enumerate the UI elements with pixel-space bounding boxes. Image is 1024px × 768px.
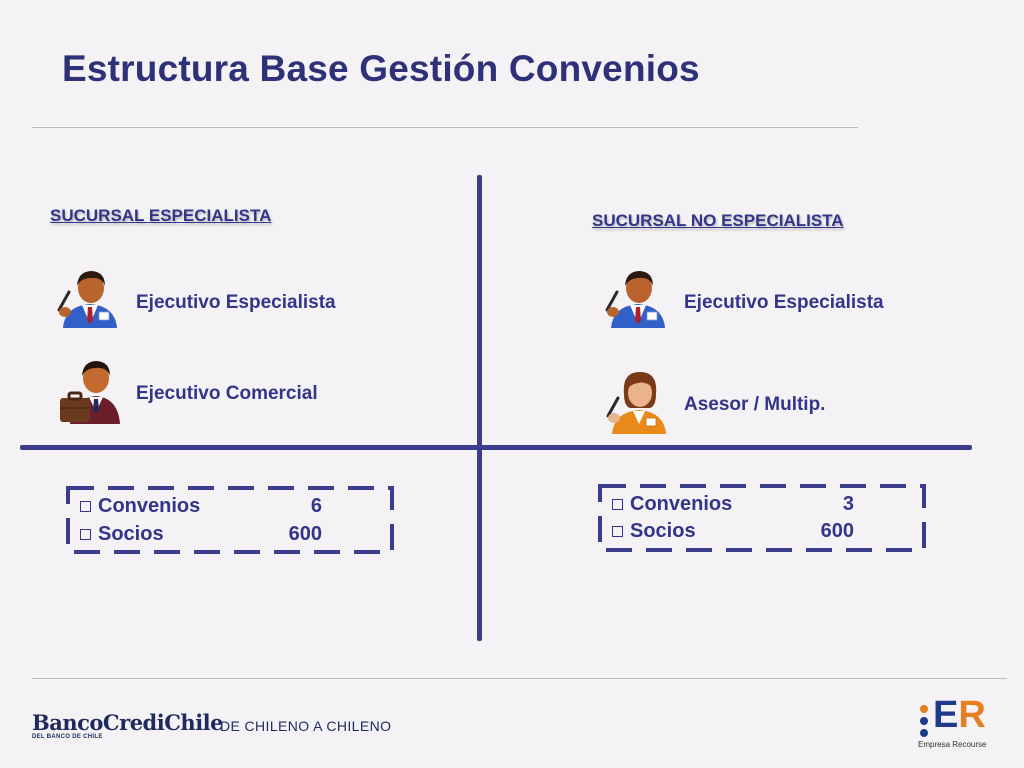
title-divider — [32, 127, 858, 128]
checkbox-icon — [80, 501, 91, 512]
checkbox-icon — [612, 526, 623, 537]
stat-label: Socios — [630, 520, 696, 542]
er-letter-e: E — [933, 694, 959, 736]
horizontal-axis — [20, 445, 972, 450]
er-sub: Empresa Recourse — [918, 740, 987, 749]
role-label-ejecutivo-especialista-right: Ejecutivo Especialista — [684, 292, 884, 313]
stat-value: 600 — [288, 523, 322, 545]
heading-sucursal-no-especialista: SUCURSAL NO ESPECIALISTA — [592, 211, 844, 230]
stat-value: 600 — [820, 520, 854, 542]
role-label-asesor-multip: Asesor / Multip. — [684, 394, 826, 415]
businessman-briefcase-icon — [60, 361, 120, 424]
businessman-pen-icon — [605, 271, 665, 328]
checkbox-icon — [612, 499, 623, 510]
role-label-ejecutivo-comercial: Ejecutivo Comercial — [136, 383, 318, 404]
dashed-frame — [598, 484, 926, 552]
slogan: DE CHILENO A CHILENO — [220, 718, 392, 734]
checkbox-icon — [80, 529, 91, 540]
stat-label: Convenios — [630, 493, 733, 515]
bank-name: BancoCrediChile — [32, 710, 224, 735]
stats-box-left: Convenios 6 Socios 600 — [66, 486, 394, 556]
stat-row-socios: Socios 600 — [612, 520, 862, 543]
businessman-pen-icon — [57, 271, 117, 328]
bank-sub: DEL BANCO DE CHILE — [32, 734, 103, 740]
businesswoman-pen-icon — [606, 372, 666, 434]
stats-box-right: Convenios 3 Socios 600 — [598, 484, 926, 554]
stat-label: Convenios — [98, 495, 201, 517]
stat-row-socios: Socios 600 — [80, 523, 330, 546]
role-label-ejecutivo-especialista: Ejecutivo Especialista — [136, 292, 336, 313]
vertical-axis — [477, 175, 482, 641]
er-letter-r: R — [958, 694, 986, 736]
stat-value: 6 — [310, 495, 322, 517]
stat-row-convenios: Convenios 6 — [80, 495, 330, 518]
bank-logo: BancoCrediChile DEL BANCO DE CHILE — [32, 710, 224, 740]
page-title: Estructura Base Gestión Convenios — [62, 48, 700, 89]
stat-row-convenios: Convenios 3 — [612, 493, 862, 516]
er-dots-icon — [920, 705, 928, 737]
heading-sucursal-especialista: SUCURSAL ESPECIALISTA — [50, 206, 272, 225]
stat-label: Socios — [98, 523, 164, 545]
stat-value: 3 — [842, 493, 854, 515]
footer-divider — [32, 678, 1007, 679]
dashed-frame — [66, 486, 394, 554]
er-mark: ER — [933, 694, 986, 737]
